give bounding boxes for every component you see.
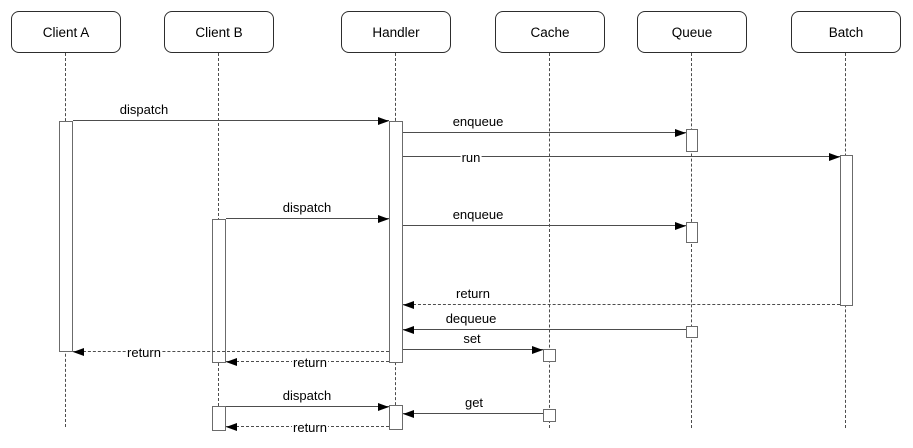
arrowhead-left-icon xyxy=(226,357,237,366)
participant-box-client-b: Client B xyxy=(164,11,274,53)
arrowhead-right-icon xyxy=(675,128,686,137)
message-label-dispatch: dispatch xyxy=(119,102,169,117)
participant-box-batch: Batch xyxy=(791,11,901,53)
arrowhead-left-icon xyxy=(403,325,414,334)
message-label-set: set xyxy=(463,331,481,346)
arrowhead-left-icon xyxy=(403,300,414,309)
message-label-enqueue: enqueue xyxy=(452,114,504,129)
arrowhead-right-icon xyxy=(532,345,543,354)
message-line-enqueue xyxy=(403,225,686,227)
arrowhead-right-icon xyxy=(675,221,686,230)
activation-bar-client-b xyxy=(212,406,226,431)
arrowhead-right-icon xyxy=(378,214,389,223)
message-label-return: return xyxy=(456,286,490,301)
arrowhead-right-icon xyxy=(829,152,840,161)
arrowhead-left-icon xyxy=(403,409,414,418)
message-line-return xyxy=(403,304,840,306)
message-line-dispatch xyxy=(73,120,389,122)
message-label-dispatch: dispatch xyxy=(282,388,332,403)
message-line-enqueue xyxy=(403,132,686,134)
message-label-enqueue: enqueue xyxy=(452,207,504,222)
message-label-dequeue: dequeue xyxy=(445,311,497,326)
message-line-dispatch xyxy=(226,218,389,220)
message-label-return: return xyxy=(292,419,328,435)
arrowhead-left-icon xyxy=(226,422,237,431)
activation-bar-cache xyxy=(543,349,556,362)
activation-bar-cache xyxy=(543,409,556,422)
activation-bar-queue xyxy=(686,326,698,338)
lifeline-cache xyxy=(549,53,551,428)
participant-box-queue: Queue xyxy=(637,11,747,53)
arrowhead-right-icon xyxy=(378,116,389,125)
participant-box-handler: Handler xyxy=(341,11,451,53)
message-label-return: return xyxy=(126,344,162,360)
message-line-set xyxy=(403,349,543,351)
message-label-return: return xyxy=(292,354,328,370)
activation-bar-queue xyxy=(686,129,698,152)
message-line-dispatch xyxy=(226,406,389,408)
message-line-dequeue xyxy=(403,329,686,331)
activation-bar-queue xyxy=(686,222,698,243)
message-label-run: run xyxy=(460,149,482,165)
activation-bar-batch xyxy=(840,155,853,306)
activation-bar-client-a xyxy=(59,121,73,352)
message-line-return xyxy=(73,351,389,353)
arrowhead-right-icon xyxy=(378,402,389,411)
message-label-dispatch: dispatch xyxy=(282,200,332,215)
activation-bar-client-b xyxy=(212,219,226,363)
message-label-get: get xyxy=(464,395,484,410)
participant-box-cache: Cache xyxy=(495,11,605,53)
message-line-get xyxy=(403,413,543,415)
activation-bar-handler xyxy=(389,405,403,430)
message-line-run xyxy=(403,156,840,158)
activation-bar-handler xyxy=(389,121,403,363)
participant-box-client-a: Client A xyxy=(11,11,121,53)
arrowhead-left-icon xyxy=(73,347,84,356)
